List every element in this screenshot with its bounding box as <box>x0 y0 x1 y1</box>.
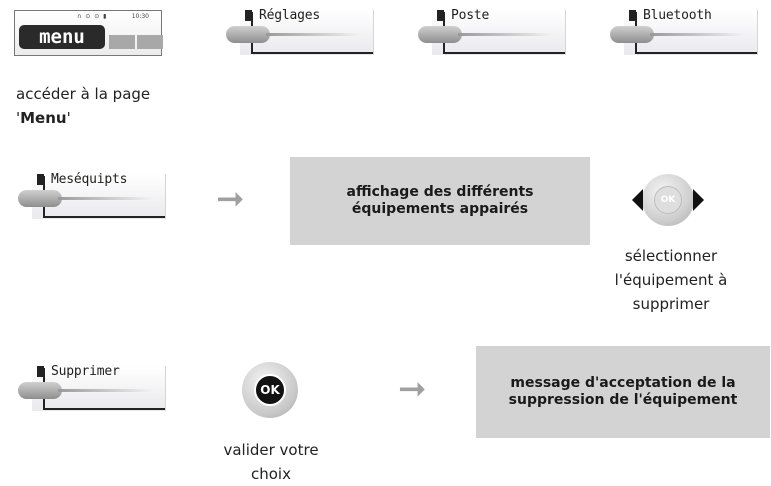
info-box-paired-devices: affichage des différents équipements app… <box>290 157 590 245</box>
softkey-tab <box>245 10 252 21</box>
softkey-tab <box>37 174 44 185</box>
softkey-frame-bottom <box>443 52 565 54</box>
menu-word: Menu <box>20 109 67 127</box>
softkey-frame-bottom <box>43 408 165 410</box>
quote-close: ' <box>66 109 71 127</box>
softkey-label: Réglages <box>259 8 321 23</box>
softkey-label: Bluetooth <box>643 8 712 23</box>
menu-screen-thumbnail[interactable]: ∩ ⊙ ⊙ ▮ 10:30 menu <box>14 10 163 56</box>
softkey-tab <box>437 10 444 21</box>
caption-menu-line1: accéder à la page <box>16 85 151 103</box>
softkey-tail <box>458 33 553 36</box>
caption-validate: valider votre choix <box>196 438 346 486</box>
info-box-line2: équipements appairés <box>351 201 529 217</box>
softkey-bluetooth[interactable]: Bluetooth <box>610 8 758 56</box>
info-box-line1: affichage des différents <box>346 184 534 200</box>
softkey-button[interactable] <box>18 382 62 399</box>
caption-validate-line2: choix <box>251 465 291 483</box>
softkey-label: Meséquipts <box>51 172 128 187</box>
caption-select-line3: supprimer <box>632 295 710 313</box>
caption-select: sélectionner l'équipement à supprimer <box>596 244 746 316</box>
ok-button[interactable]: OK <box>254 374 286 406</box>
info-box-acceptance: message d'acceptation de la suppression … <box>476 346 770 438</box>
softkey-poste[interactable]: Poste <box>418 8 566 56</box>
info-box-line2: suppression de l'équipement <box>508 392 738 408</box>
quote-open: ' <box>16 109 21 127</box>
caption-select-line2: l'équipement à <box>614 271 728 289</box>
softkey-button[interactable] <box>226 26 270 43</box>
ok-button-icon[interactable]: OK <box>242 362 298 418</box>
softkey-reglages[interactable]: Réglages <box>226 8 374 56</box>
softkey-frame-bottom <box>251 52 373 54</box>
softkey-mesequipts[interactable]: Meséquipts <box>18 172 166 220</box>
softkey-tail <box>266 33 361 36</box>
softkey-frame-bottom <box>43 216 165 218</box>
menu-softkey-2[interactable] <box>109 35 135 49</box>
nav-left-arrow-icon[interactable] <box>632 189 643 211</box>
right-arrow-icon: ➞ <box>216 179 245 219</box>
right-arrow-icon: ➞ <box>398 369 427 409</box>
navigator-icon[interactable]: OK <box>632 170 704 230</box>
info-box-line1: message d'acceptation de la <box>510 375 736 391</box>
softkey-button[interactable] <box>610 26 654 43</box>
caption-validate-line1: valider votre <box>223 441 319 459</box>
status-icons: ∩ ⊙ ⊙ ▮ <box>77 13 108 20</box>
softkey-tab <box>37 366 44 377</box>
menu-tab[interactable]: menu <box>19 25 105 49</box>
menu-softkey-3[interactable] <box>137 35 163 49</box>
softkey-button[interactable] <box>418 26 462 43</box>
softkey-tab <box>629 10 636 21</box>
caption-select-line1: sélectionner <box>624 247 718 265</box>
caption-menu: accéder à la page 'Menu' <box>16 82 150 130</box>
softkey-tail <box>58 197 153 200</box>
softkey-tail <box>650 33 745 36</box>
softkey-button[interactable] <box>18 190 62 207</box>
nav-right-arrow-icon[interactable] <box>693 189 704 211</box>
softkey-supprimer[interactable]: Supprimer <box>18 364 166 412</box>
caption-menu-line2: 'Menu' <box>16 106 150 130</box>
softkey-frame-bottom <box>635 52 757 54</box>
clock: 10:30 <box>131 13 149 20</box>
softkey-label: Poste <box>451 8 490 23</box>
navigator-ok-center[interactable]: OK <box>654 186 682 214</box>
softkey-label: Supprimer <box>51 364 120 379</box>
softkey-tail <box>58 389 153 392</box>
